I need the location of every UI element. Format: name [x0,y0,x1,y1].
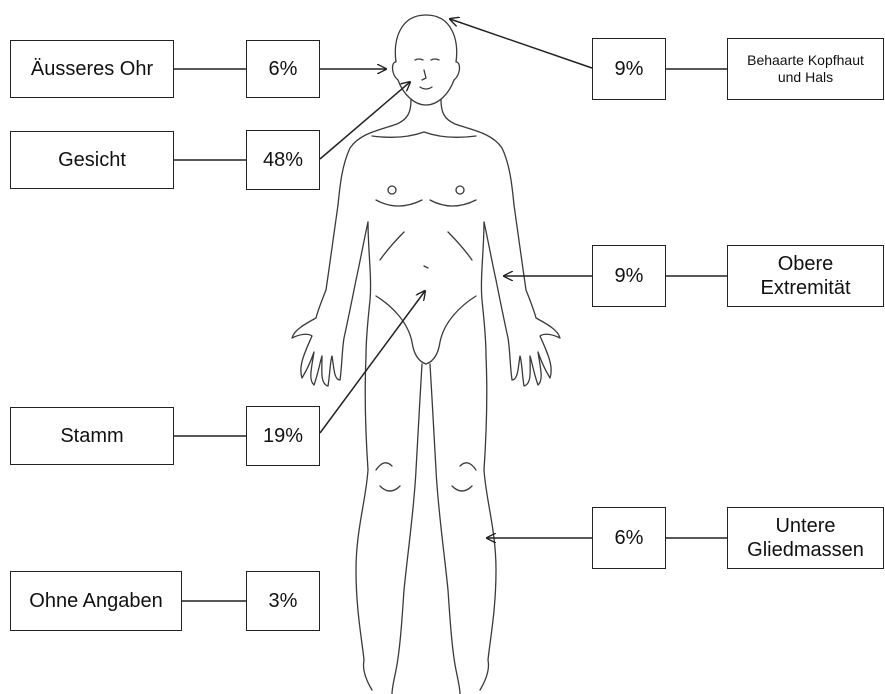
percent-lower: 6% [592,507,666,569]
label-lower: Untere Gliedmassen [727,507,884,569]
label-scalp: Behaarte Kopfhaut und Hals [727,38,884,100]
percent-trunk: 19% [246,406,320,466]
label-ear: Äusseres Ohr [10,40,174,98]
label-face: Gesicht [10,131,174,189]
arrow-trunk [320,291,425,433]
label-upper: Obere Extremität [727,245,884,307]
arrow-scalp [450,19,592,68]
percent-unspecified: 3% [246,571,320,631]
percent-scalp: 9% [592,38,666,100]
label-trunk: Stamm [10,407,174,465]
percent-upper: 9% [592,245,666,307]
percent-ear: 6% [246,40,320,98]
arrow-face [320,82,410,159]
percent-face: 48% [246,130,320,190]
label-unspecified: Ohne Angaben [10,571,182,631]
